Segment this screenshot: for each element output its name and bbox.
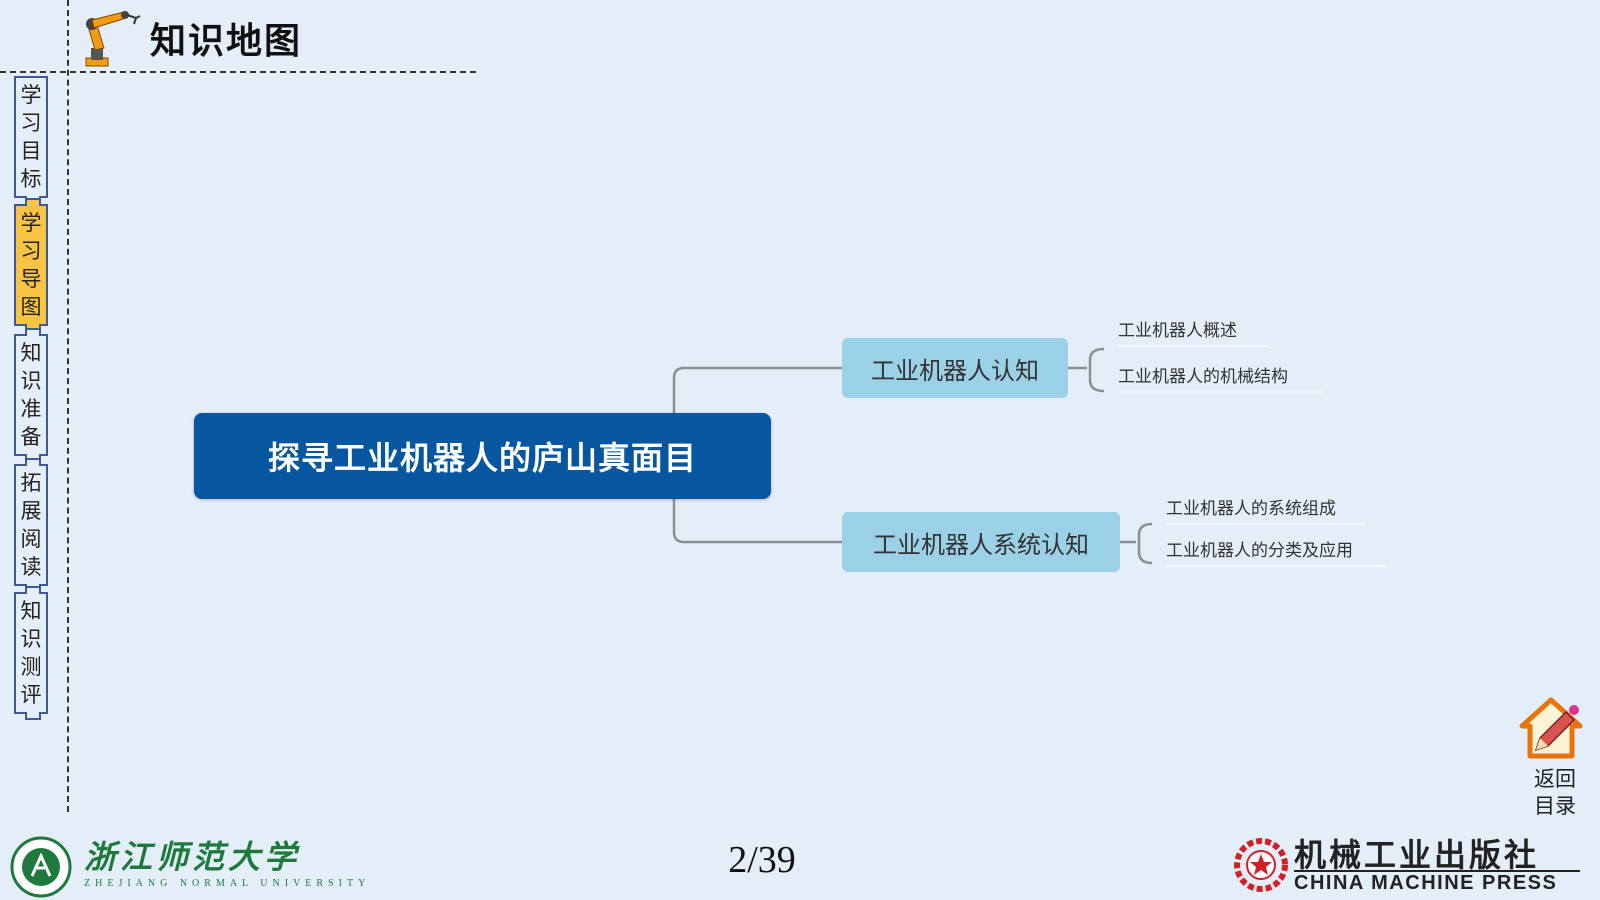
nav-char: 学: [20, 83, 42, 107]
mindmap-branch-industrial-robot-cognition[interactable]: 工业机器人认知: [842, 338, 1068, 398]
publisher-logo-icon: [1234, 838, 1288, 892]
sidebar-item-learning-goals[interactable]: 学 习 目 标: [14, 76, 48, 204]
nav-char: 图: [20, 295, 42, 319]
nav-char: 标: [20, 167, 42, 191]
return-label-line: 目录: [1534, 794, 1576, 818]
nav-char: 导: [20, 267, 42, 291]
page-number: 2/39: [728, 839, 796, 881]
mindmap-leaf-robot-classification-application[interactable]: 工业机器人的分类及应用: [1166, 536, 1386, 567]
university-name: 浙江师范大学: [84, 838, 301, 876]
nav-char: 习: [20, 239, 42, 263]
university-seal-icon: [10, 836, 72, 898]
nav-char: 备: [20, 425, 42, 449]
return-label-line: 返回: [1534, 767, 1576, 791]
nav-char: 学: [20, 211, 42, 235]
page-title: 知识地图: [150, 20, 303, 62]
nav-char: 目: [20, 139, 42, 163]
nav-char: 准: [20, 397, 42, 421]
university-name-en: ZHEJIANG NORMAL UNIVERSITY: [84, 878, 371, 889]
return-to-contents-label[interactable]: 返回 目录: [1530, 766, 1580, 820]
nav-char: 知: [20, 341, 42, 365]
sidebar-item-knowledge-test[interactable]: 知 识 测 评: [14, 586, 48, 720]
nav-char: 识: [20, 627, 42, 651]
mindmap-leaf-robot-mechanical-structure[interactable]: 工业机器人的机械结构: [1118, 362, 1326, 393]
mindmap-root-node[interactable]: 探寻工业机器人的庐山真面目: [194, 413, 771, 499]
nav-char: 评: [20, 683, 42, 707]
mindmap-leaf-robot-system-composition[interactable]: 工业机器人的系统组成: [1166, 494, 1366, 525]
sidebar-item-knowledge-prep[interactable]: 知 识 准 备: [14, 328, 48, 462]
nav-char: 读: [20, 555, 42, 579]
publisher-divider: [1294, 870, 1580, 872]
nav-char: 习: [20, 111, 42, 135]
nav-char: 知: [20, 599, 42, 623]
mindmap-leaf-robot-overview[interactable]: 工业机器人概述: [1118, 316, 1268, 347]
publisher-name-en: CHINA MACHINE PRESS: [1294, 872, 1558, 894]
sidebar-item-study-map[interactable]: 学 习 导 图: [14, 198, 48, 332]
sidebar-divider: [67, 0, 69, 812]
mindmap-branch-robot-system-cognition[interactable]: 工业机器人系统认知: [842, 512, 1120, 572]
nav-char: 展: [20, 499, 42, 523]
robot-arm-icon: [85, 11, 141, 67]
nav-char: 拓: [20, 471, 42, 495]
nav-char: 阅: [20, 527, 42, 551]
sidebar-item-extended-reading[interactable]: 拓 展 阅 读: [14, 458, 48, 592]
nav-char: 识: [20, 369, 42, 393]
home-pencil-icon[interactable]: [1516, 694, 1586, 764]
header-divider: [0, 71, 476, 73]
nav-char: 测: [20, 655, 42, 679]
publisher-name: 机械工业出版社: [1294, 836, 1540, 874]
